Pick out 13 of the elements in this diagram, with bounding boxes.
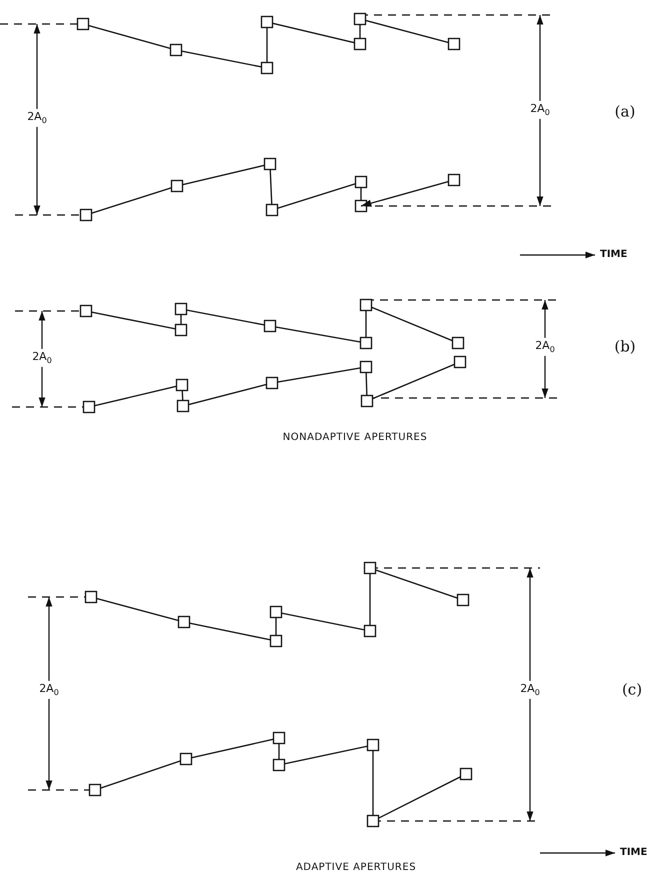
caption: ADAPTIVE APERTURES [296, 863, 416, 873]
caption: NONADAPTIVE APERTURES [282, 433, 428, 443]
dimension-label: 2A$_{0}$ [31, 348, 53, 368]
dimension-label: 2A$_{0}$ [534, 338, 556, 356]
axis-label: TIME [600, 250, 628, 260]
dimension-label: 2A$_{0}$ [38, 680, 60, 700]
dimension-label: 2A$_{0}$ [529, 100, 551, 120]
dimension-label: 2A$_{0}$ [519, 680, 541, 700]
dimension-label: 2A$_{0}$ [26, 108, 48, 128]
panel-label: (a) [614, 104, 636, 120]
panel-label: (c) [622, 682, 642, 698]
axis-label: TIME [620, 848, 648, 858]
panel-label: (b) [614, 340, 636, 354]
